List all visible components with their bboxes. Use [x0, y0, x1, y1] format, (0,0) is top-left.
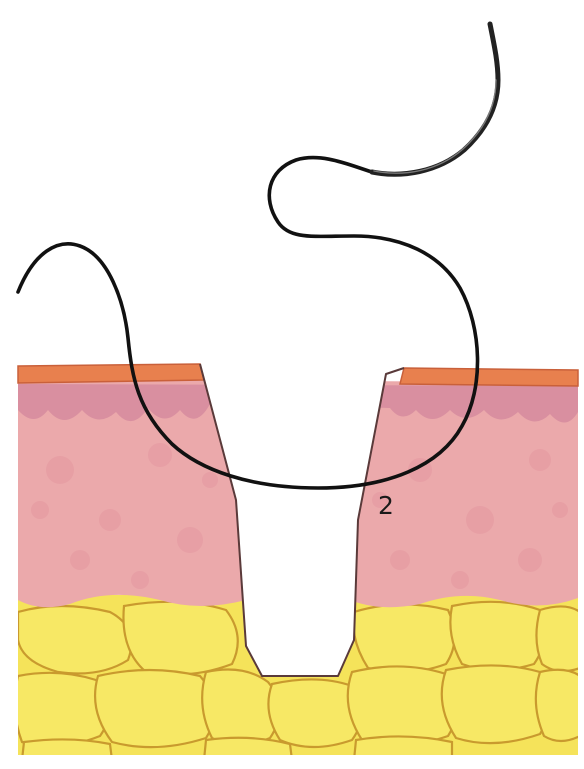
fat-cell: [354, 736, 452, 760]
fat-cell: [15, 673, 109, 746]
fat-cell: [18, 606, 131, 674]
needle-highlight: [374, 80, 496, 173]
epidermis-left: [18, 364, 204, 383]
epidermis-right: [400, 368, 578, 386]
fat-cell: [442, 665, 550, 743]
fat-cell: [353, 604, 454, 672]
fat-cell: [536, 606, 580, 671]
fat-cell: [536, 670, 580, 741]
step-label: 2: [378, 491, 394, 520]
fat-cell: [22, 739, 112, 760]
curved-needle-icon: [372, 24, 498, 174]
fat-cell: [123, 602, 237, 675]
fat-cell: [95, 670, 215, 747]
fat-cell: [204, 738, 292, 760]
fat-cell: [348, 666, 458, 745]
fat-cell: [450, 602, 544, 670]
